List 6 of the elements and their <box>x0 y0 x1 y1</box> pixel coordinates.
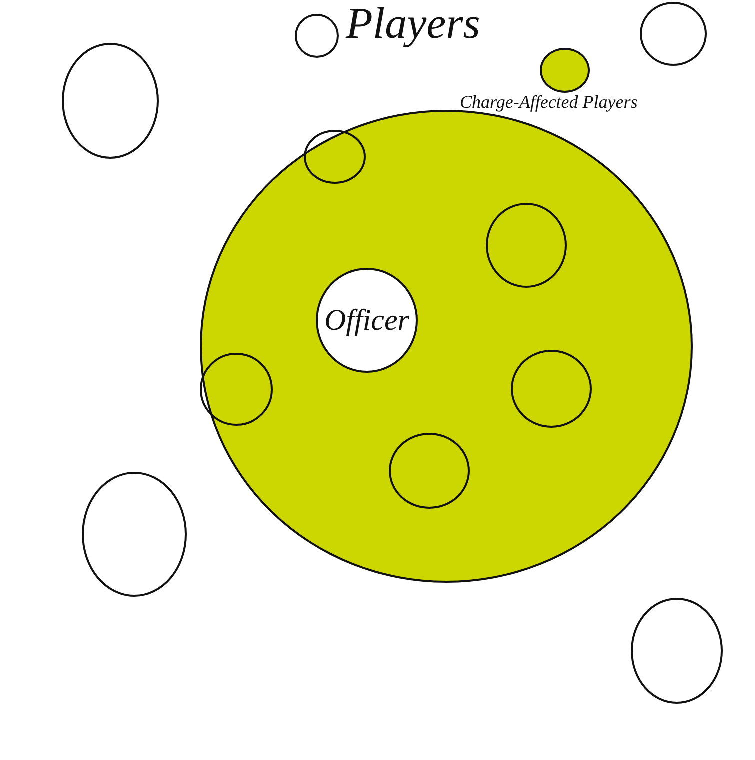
circle-shape <box>486 203 567 288</box>
legend-label: Charge-Affected Players <box>460 93 638 111</box>
circle-shape <box>511 350 592 428</box>
legend-label: Players <box>346 2 480 46</box>
circle-shape <box>389 433 470 509</box>
node-label: Officer <box>324 304 410 338</box>
